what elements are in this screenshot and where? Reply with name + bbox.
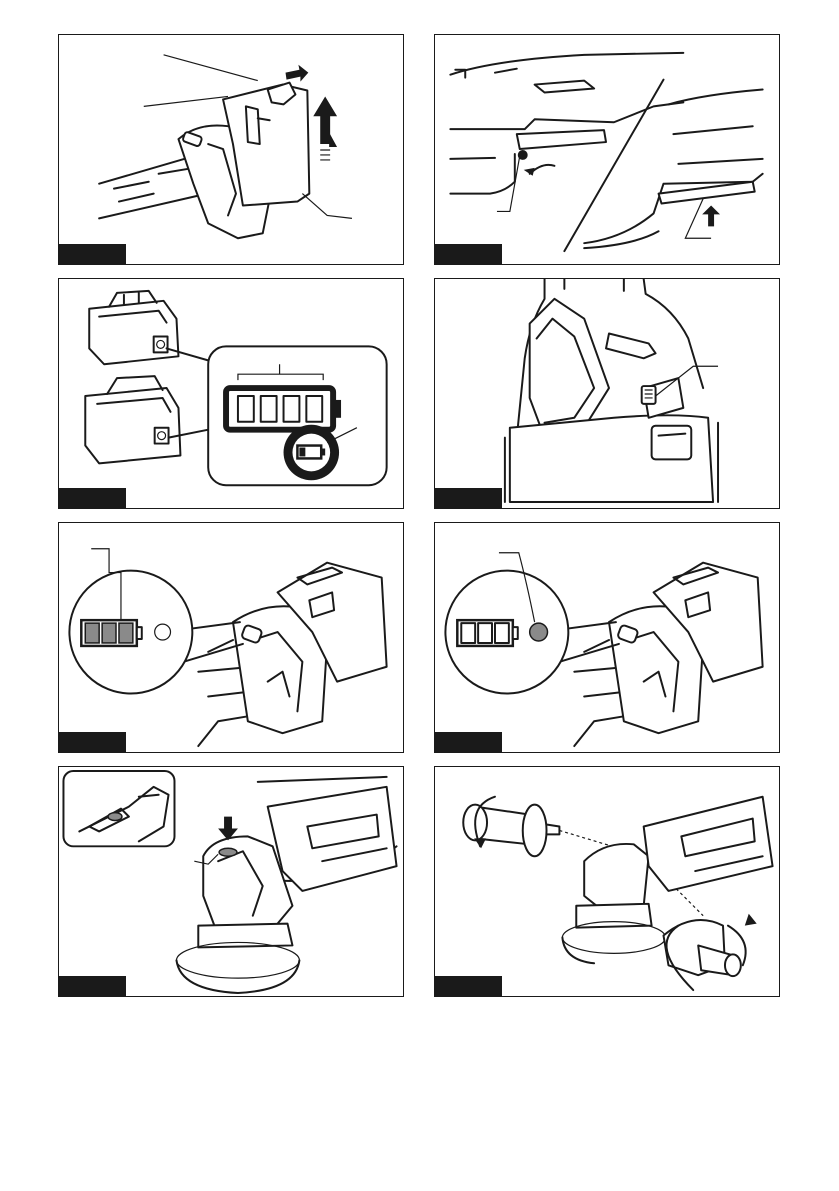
- figure-number-label: [59, 488, 126, 508]
- overload-lamp-illustration: [435, 523, 779, 752]
- figure-slide-switch: [434, 278, 780, 509]
- figure-battery-indicator: [58, 278, 404, 509]
- overload-lamp: [530, 623, 548, 641]
- rotate-arrow-icon: [745, 914, 757, 926]
- rotate-arrow-icon: [474, 838, 486, 848]
- arrow-up-icon: [702, 206, 720, 227]
- battery-removal-illustration: [59, 35, 403, 264]
- figure-number-label: [59, 244, 126, 264]
- battery-indicator-illustration: [59, 279, 403, 508]
- figure-side-grip: [434, 766, 780, 997]
- figure-battery-removal: [58, 34, 404, 265]
- figure-overload-lamp: [434, 522, 780, 753]
- shaft-lock-button: [219, 848, 237, 856]
- figure-indicator-lamps: [58, 522, 404, 753]
- slide-switch: [642, 386, 656, 404]
- figure-number-label: [435, 976, 502, 996]
- slide-switch-illustration: [435, 279, 779, 508]
- figure-shaft-lock: [58, 766, 404, 997]
- shaft-lock-illustration: [59, 767, 403, 996]
- figure-number-label: [435, 732, 502, 752]
- arrow-right-icon: [286, 65, 309, 82]
- figure-number-label: [435, 244, 502, 264]
- side-grip-illustration: [435, 767, 779, 996]
- hook-illustration: [435, 35, 779, 264]
- figure-number-label: [59, 732, 126, 752]
- figure-number-label: [435, 488, 502, 508]
- figure-number-label: [59, 976, 126, 996]
- indicator-lamps-illustration: [59, 523, 403, 752]
- figure-hook: [434, 34, 780, 265]
